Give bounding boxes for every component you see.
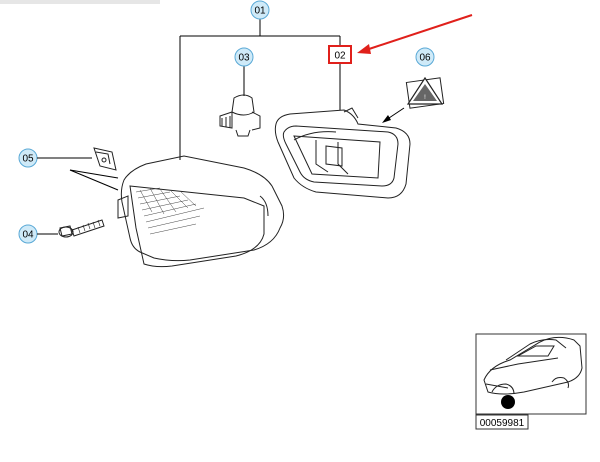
- callout-02-label: 02: [334, 51, 346, 62]
- reference-number-box: 00059981: [475, 414, 529, 430]
- clip-nut-part: [69, 147, 119, 191]
- callout-03-label: 03: [238, 53, 250, 64]
- callout-02: 02: [328, 45, 352, 64]
- callout-05-label: 05: [22, 154, 34, 165]
- callout-01-label: 01: [254, 6, 266, 17]
- callout-06-label: 06: [419, 53, 431, 64]
- callout-05: 05: [18, 148, 92, 168]
- callout-01: 01: [250, 0, 270, 20]
- warning-triangle-icon: !: [405, 76, 445, 109]
- svg-text:!: !: [424, 95, 426, 101]
- lens-part: [117, 155, 285, 268]
- callout-04: 04: [18, 224, 58, 244]
- leader-lines-01: [179, 19, 341, 160]
- housing-part: [274, 107, 411, 199]
- callout-03: 03: [234, 47, 254, 67]
- screw-part: [58, 219, 105, 238]
- header-residue: [0, 0, 160, 4]
- reference-number: 00059981: [480, 418, 525, 429]
- car-thumbnail-icon: [475, 333, 587, 415]
- location-marker: [501, 395, 515, 409]
- warning-label-pointer: [382, 107, 405, 123]
- highlight-arrow: [357, 14, 473, 54]
- callout-04-label: 04: [22, 230, 34, 241]
- callout-06: 06: [415, 47, 435, 67]
- bulb-part: [219, 94, 261, 137]
